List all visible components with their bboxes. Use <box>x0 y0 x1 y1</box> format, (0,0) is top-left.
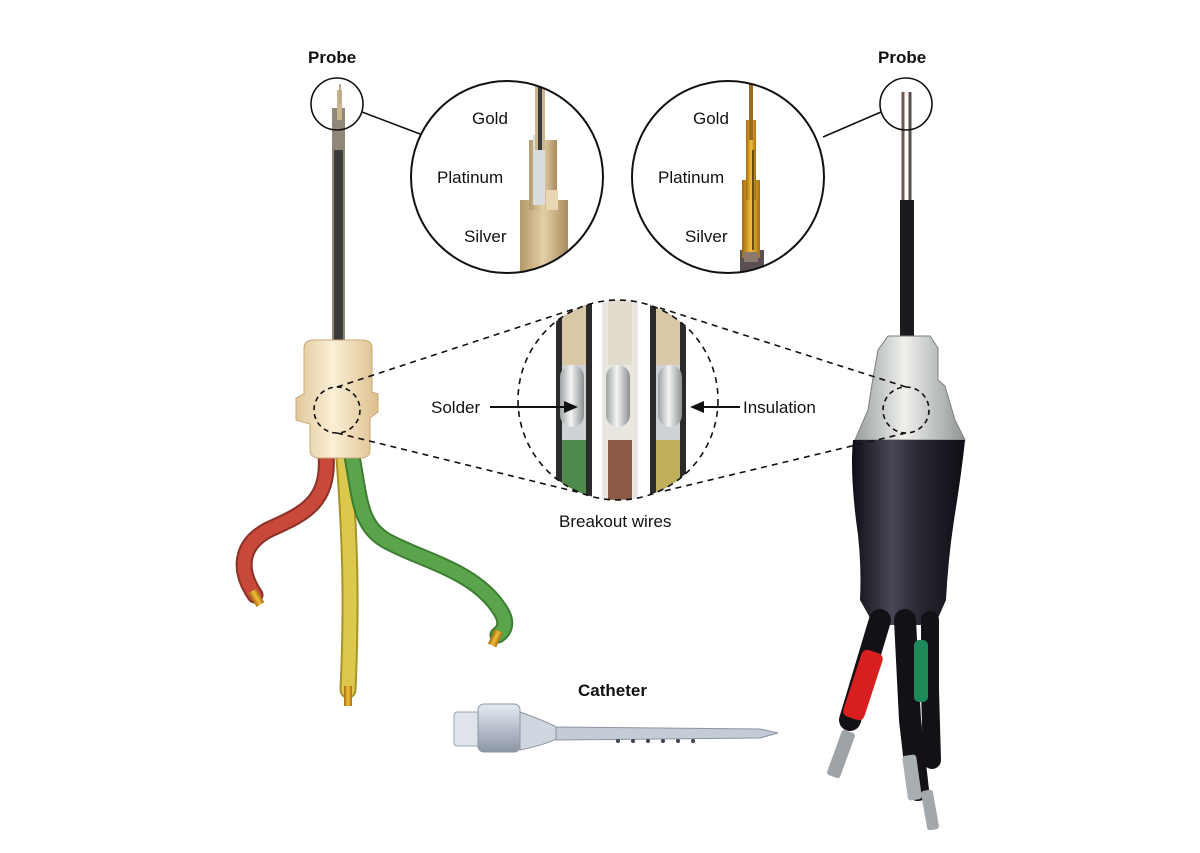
left-probe-model <box>235 77 514 706</box>
left-breakout-wires <box>235 446 514 706</box>
breakout-wires-label: Breakout wires <box>559 512 672 531</box>
left-probe-housing <box>295 339 379 459</box>
gold-label-left: Gold <box>472 109 508 128</box>
solder-label: Solder <box>431 398 481 417</box>
platinum-label-left: Platinum <box>437 168 504 187</box>
catheter-label: Catheter <box>578 681 647 700</box>
probe-label-right: Probe <box>878 48 927 67</box>
platinum-label-right: Platinum <box>658 168 725 187</box>
right-tip-zoom <box>631 80 825 274</box>
gold-label-right: Gold <box>693 109 729 128</box>
right-probe-photo <box>822 77 966 831</box>
silver-label-left: Silver <box>464 227 507 246</box>
center-solder-zoom <box>336 299 907 501</box>
probe-label-left: Probe <box>308 48 357 67</box>
right-heat-shrink-sleeve <box>852 440 965 625</box>
silver-label-right: Silver <box>685 227 728 246</box>
left-tip-zoom <box>410 80 604 274</box>
catheter <box>453 703 779 753</box>
insulation-label: Insulation <box>743 398 816 417</box>
